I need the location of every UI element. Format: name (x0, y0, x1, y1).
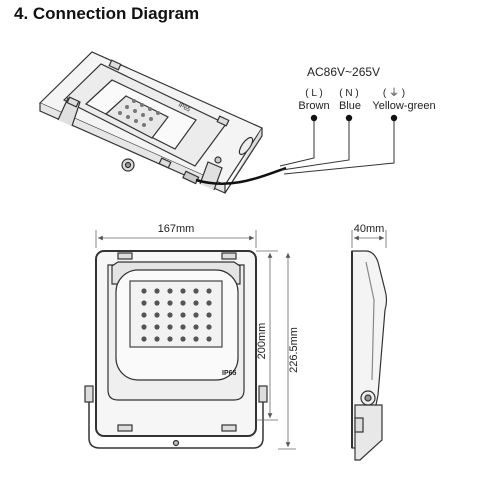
led-dot (206, 288, 212, 294)
wire-name-yellow-green: Yellow-green (372, 100, 435, 112)
width-label: 167mm (158, 223, 195, 235)
wire-code-l: ( L ) (305, 88, 322, 99)
led-dot (180, 288, 186, 294)
total-height-dimension (278, 253, 296, 450)
led-dot (206, 300, 212, 306)
floodlight-front-view (84, 250, 268, 449)
led-dot (167, 336, 173, 342)
wire-code-earth: ( ⏚ ) (383, 87, 405, 99)
voltage-label: AC86V~265V (307, 65, 380, 79)
floodlight-perspective (38, 51, 263, 194)
led-dot (206, 312, 212, 318)
terminal-brown (310, 114, 318, 122)
floodlight-side-view (351, 250, 388, 461)
led-dot (206, 324, 212, 330)
page-title: 4. Connection Diagram (14, 4, 200, 23)
led-dot (154, 312, 160, 318)
led-dot (141, 312, 147, 318)
led-dot (180, 336, 186, 342)
led-dot (167, 300, 173, 306)
led-array-front (141, 288, 212, 342)
led-dot (141, 288, 147, 294)
depth-label: 40mm (354, 223, 385, 235)
led-dot (154, 300, 160, 306)
wire-terminals (310, 114, 398, 122)
led-dot (141, 324, 147, 330)
led-dot (193, 336, 199, 342)
total-height-label: 226.5mm (288, 327, 300, 373)
power-cable (195, 166, 287, 185)
led-dot (180, 300, 186, 306)
body-height-dimension (256, 250, 278, 421)
led-dot (193, 324, 199, 330)
led-dot (193, 288, 199, 294)
ip-rating-label-front: IP65 (222, 370, 237, 377)
led-dot (193, 300, 199, 306)
wire-code-n: ( N ) (339, 88, 358, 99)
width-dimension (95, 230, 257, 248)
led-dot (154, 288, 160, 294)
terminal-yellow-green (390, 114, 398, 122)
led-dot (154, 324, 160, 330)
led-dot (167, 312, 173, 318)
led-dot (154, 336, 160, 342)
led-dot (167, 288, 173, 294)
wire-name-brown: Brown (298, 100, 329, 112)
led-dot (180, 324, 186, 330)
wiring-lines (279, 118, 395, 175)
led-dot (141, 300, 147, 306)
depth-dimension (351, 230, 387, 248)
led-array-perspective (118, 99, 160, 127)
led-dot (193, 312, 199, 318)
terminal-blue (345, 114, 353, 122)
wire-name-blue: Blue (339, 100, 361, 112)
led-dot (180, 312, 186, 318)
body-height-label: 200mm (256, 323, 268, 360)
led-dot (141, 336, 147, 342)
led-dot (167, 324, 173, 330)
ip-rating-label-top: IP65 (177, 102, 191, 113)
led-dot (206, 336, 212, 342)
